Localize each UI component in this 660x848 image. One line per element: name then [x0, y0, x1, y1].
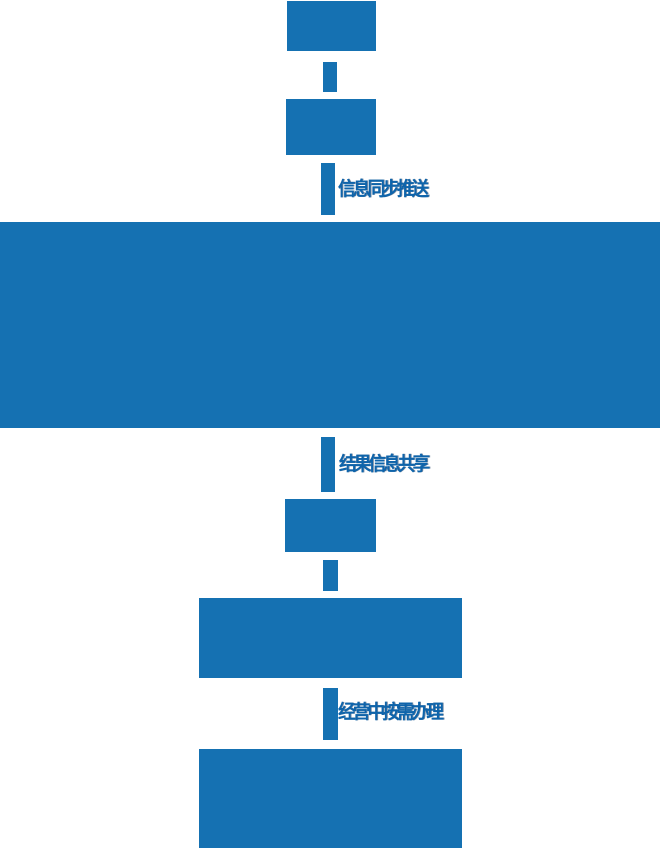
flow-node-2	[286, 99, 376, 155]
connector-2	[321, 163, 335, 215]
flow-node-1	[287, 1, 376, 51]
flow-node-4	[285, 499, 376, 552]
connector-1	[323, 62, 337, 92]
flow-node-3-full-width	[0, 222, 660, 428]
connector-4	[323, 560, 338, 591]
flow-node-5-wide	[199, 598, 462, 678]
edge-label-on-demand-handling: 经营中按需办理	[338, 701, 444, 723]
edge-label-result-info-share: 结果信息共享	[339, 453, 430, 475]
connector-5	[323, 688, 338, 740]
connector-3	[321, 437, 335, 492]
edge-label-info-sync-push: 信息同步推送	[338, 178, 429, 200]
flow-node-6-bottom	[199, 749, 462, 848]
